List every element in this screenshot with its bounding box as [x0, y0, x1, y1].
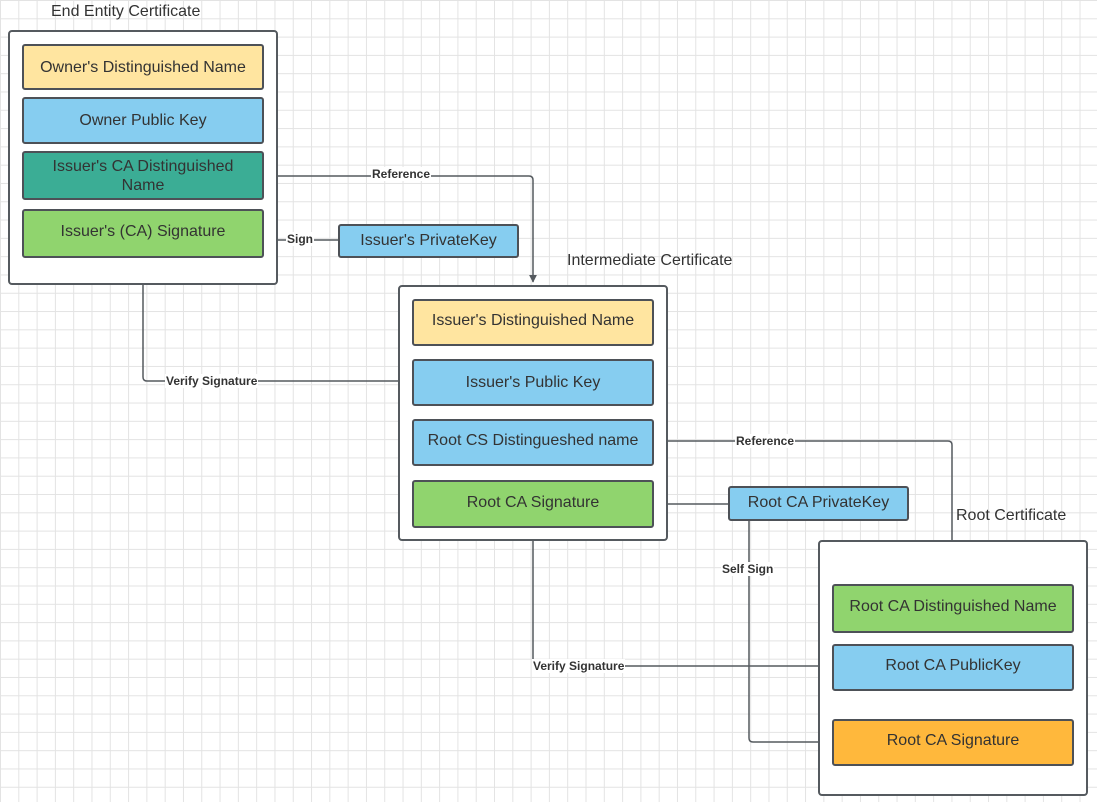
issuer-private-key-box: Issuer's PrivateKey — [338, 224, 519, 258]
issuer-public-key-box: Issuer's Public Key — [412, 359, 654, 406]
verify-edge-2 — [529, 529, 833, 667]
owner-public-key-box: Owner Public Key — [22, 97, 264, 144]
verify-label-2: Verify Signature — [532, 659, 626, 673]
root-cs-dn-box: Root CS Distingueshed name — [412, 419, 654, 466]
owner-dn-box: Owner's Distinguished Name — [22, 44, 264, 90]
root-certificate-title: Root Certificate — [956, 507, 1067, 524]
intermediate-title: Intermediate Certificate — [567, 252, 733, 269]
root-ca-signature-box: Root CA Signature — [832, 719, 1074, 766]
reference-label-2: Reference — [735, 434, 796, 448]
issuer-ca-dn-box: Issuer's CA Distinguished Name — [22, 151, 264, 200]
verify-edge-1 — [139, 259, 413, 382]
intermediate-root-signature-box: Root CA Signature — [412, 480, 654, 528]
self-sign-label: Self Sign — [721, 562, 775, 576]
root-ca-private-key-box: Root CA PrivateKey — [728, 486, 909, 521]
reference-edge-1 — [263, 175, 537, 283]
reference-edge-2 — [653, 440, 956, 583]
reference-label-1: Reference — [371, 167, 432, 181]
self-sign-edge — [748, 520, 831, 746]
issuer-ca-signature-box: Issuer's (CA) Signature — [22, 209, 264, 258]
end-entity-title: End Entity Certificate — [51, 3, 201, 20]
verify-label-1: Verify Signature — [165, 374, 259, 388]
root-ca-public-key-box: Root CA PublicKey — [832, 644, 1074, 691]
issuer-dn-box: Issuer's Distinguished Name — [412, 299, 654, 346]
sign-label: Sign — [286, 232, 314, 246]
root-ca-dn-box: Root CA Distinguished Name — [832, 584, 1074, 633]
